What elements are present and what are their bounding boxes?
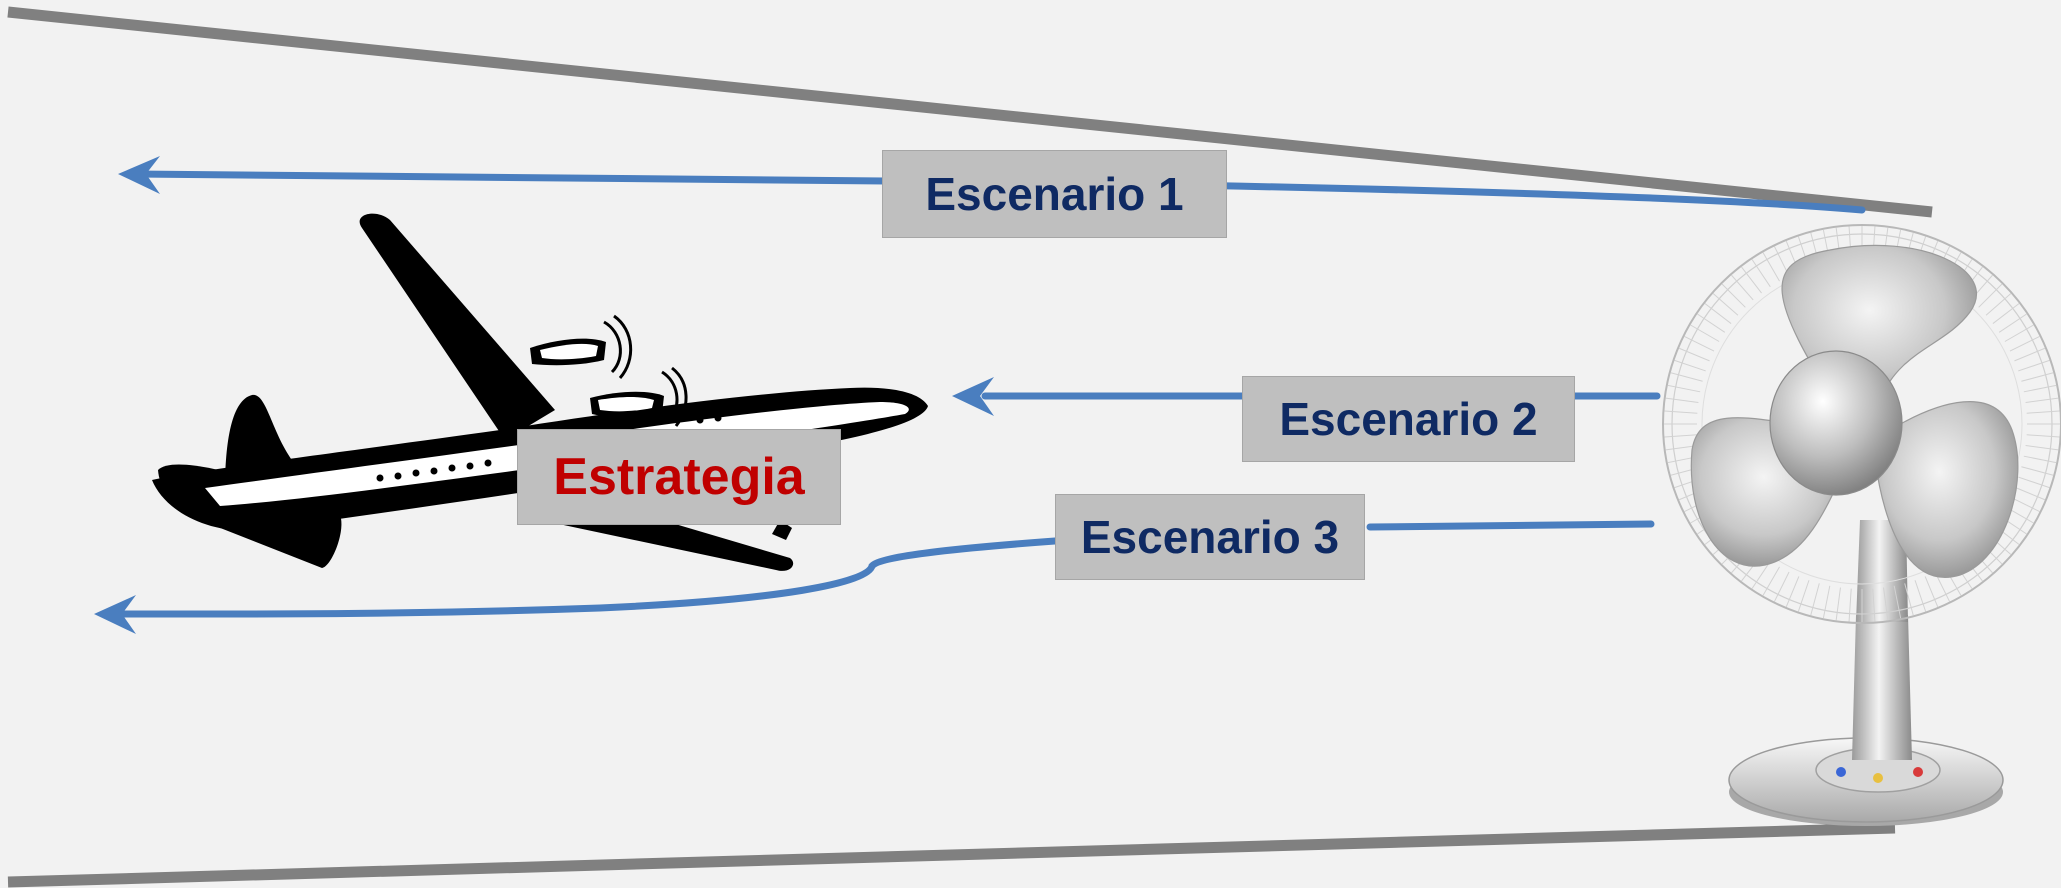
desk-fan-icon: [1662, 224, 2061, 826]
scenario-2-arrowhead: [952, 377, 994, 416]
scenario-3-arrowhead: [94, 595, 136, 634]
scenario-3-label: Escenario 3: [1055, 494, 1365, 580]
upper-boundary-line: [7, 6, 1933, 218]
lower-boundary-line: [7, 822, 1896, 888]
scenario-1-arrowhead: [118, 156, 160, 194]
scenario-3-arrow-line: [106, 520, 1655, 618]
scenario-1-label: Escenario 1: [882, 150, 1227, 238]
scenario-2-label: Escenario 2: [1242, 376, 1575, 462]
strategy-label: Estrategia: [517, 429, 841, 525]
